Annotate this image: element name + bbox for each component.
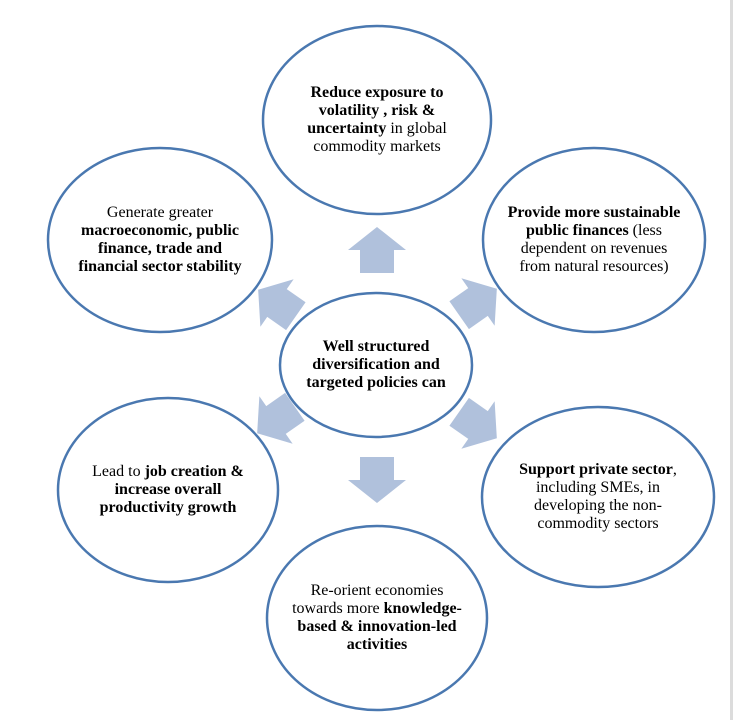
label-bold-segment: Well structured diversification and targ… (306, 338, 446, 391)
node-label: Re-orient economies towards more knowled… (287, 582, 467, 654)
label-segment: in global commodity markets (313, 120, 447, 155)
label-segment: Lead to (92, 463, 145, 480)
arrow-up-left-icon (258, 279, 306, 331)
node-ellipse-upper-right (481, 146, 707, 334)
label-bold-segment: knowledge-based & innovation-led activit… (297, 600, 462, 653)
node-ellipse-lower-right (480, 405, 716, 589)
node-ellipse-lower-left (56, 396, 280, 584)
label-bold-segment: job creation & increase overall producti… (99, 463, 244, 516)
page-edge-divider (730, 0, 733, 720)
node-label: Support private sector, including SMEs, … (508, 461, 688, 533)
node-text-bottom: Re-orient economies towards more knowled… (287, 526, 467, 710)
node-text-top: Reduce exposure to volatility , risk & u… (287, 26, 467, 214)
node-ellipse-top (261, 24, 493, 216)
label-segment: , including SMEs, in developing the non-… (534, 461, 677, 532)
arrow-down-right-icon (449, 397, 497, 449)
label-segment: (less dependent on revenues from natural… (519, 222, 669, 275)
label-segment: Re-orient economies towards more (292, 582, 444, 617)
node-label: Generate greater macroeconomic, public f… (70, 204, 250, 276)
node-text-upper-right: Provide more sustainable public finances… (504, 148, 684, 332)
arrow-down-icon (348, 457, 406, 503)
node-text-upper-left: Generate greater macroeconomic, public f… (70, 148, 250, 332)
ellipses-layer (46, 24, 716, 712)
label-bold-segment: Provide more sustainable public finances (507, 204, 681, 239)
arrow-up-icon (348, 227, 406, 273)
center-node-text: Well structured diversification and targ… (301, 293, 451, 437)
label-segment: Generate greater (106, 204, 214, 221)
node-label: Well structured diversification and targ… (301, 338, 451, 392)
label-bold-segment: Support private sector (519, 461, 673, 478)
node-ellipse-upper-left (46, 146, 274, 334)
label-bold-segment: macroeconomic, public finance, trade and… (78, 222, 242, 275)
node-text-lower-left: Lead to job creation & increase overall … (83, 398, 253, 582)
node-ellipse-bottom (265, 524, 489, 712)
arrow-up-right-icon (449, 278, 497, 330)
node-label: Reduce exposure to volatility , risk & u… (287, 84, 467, 156)
node-text-lower-right: Support private sector, including SMEs, … (508, 407, 688, 587)
arrows-layer (257, 227, 497, 503)
label-bold-segment: Reduce exposure to volatility , risk & u… (307, 84, 444, 137)
node-label: Lead to job creation & increase overall … (83, 463, 253, 517)
center-node-ellipse (278, 291, 474, 439)
arrow-down-left-icon (257, 392, 305, 444)
node-label: Provide more sustainable public finances… (504, 204, 684, 276)
